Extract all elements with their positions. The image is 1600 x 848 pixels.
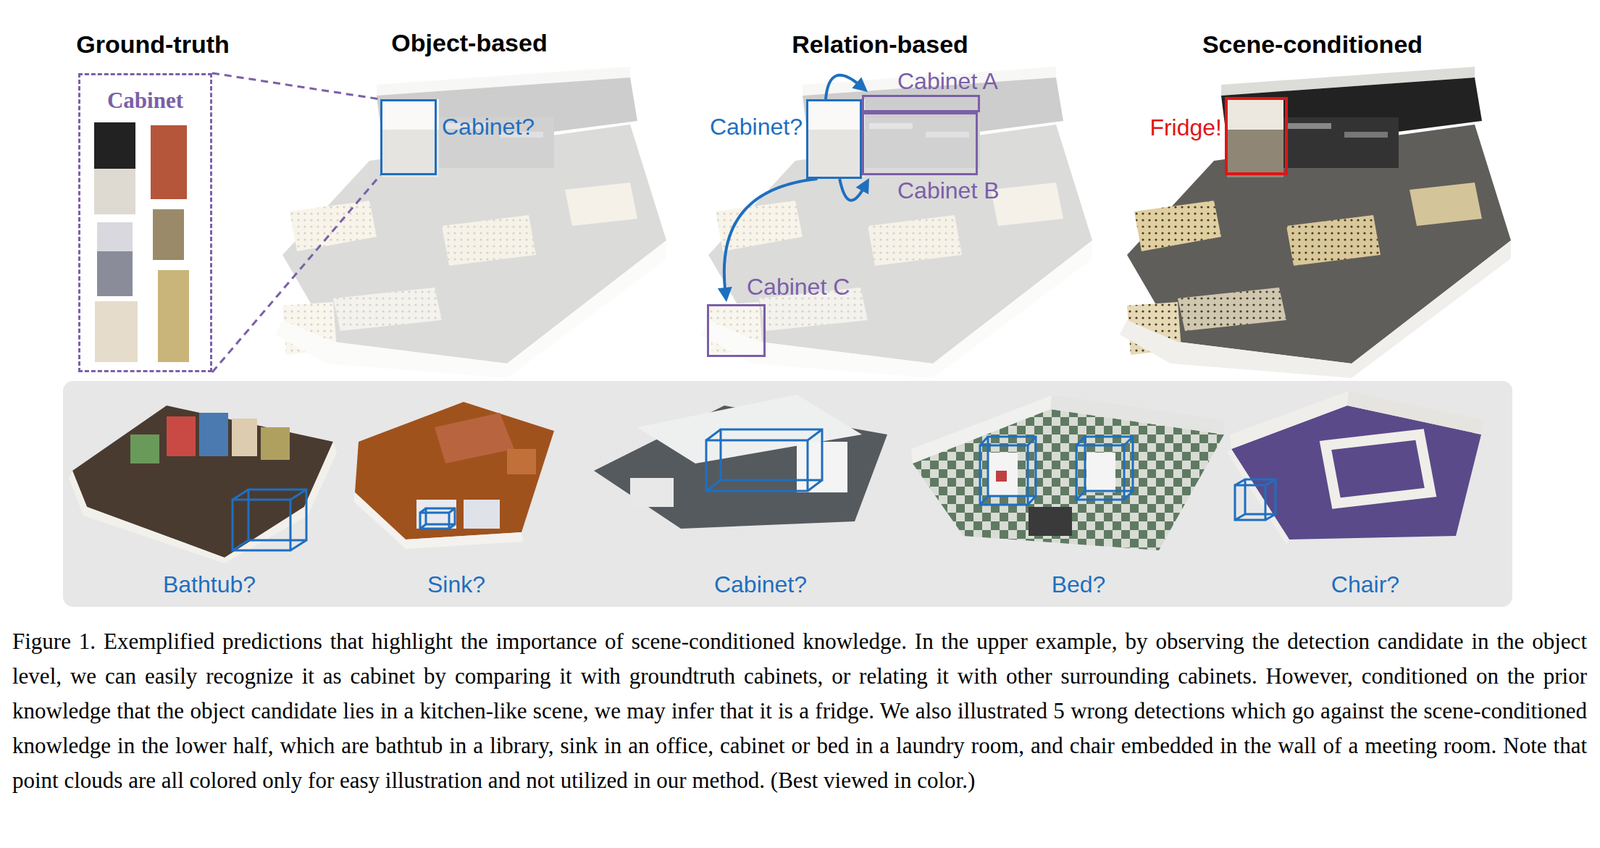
figure-caption: Figure 1. Exemplified predictions that h… <box>12 624 1587 799</box>
detection-box: Fridge! <box>1224 97 1288 176</box>
detection-box: Cabinet A <box>861 94 980 113</box>
detection-box: Cabinet? <box>380 99 437 176</box>
connector <box>212 73 381 373</box>
scene-label: Chair? <box>1331 571 1400 599</box>
box-label: Cabinet B <box>897 177 1000 205</box>
scene-label: Bathtub? <box>162 571 256 599</box>
column-heading: Relation-based <box>791 30 969 59</box>
scene-label: Sink? <box>427 571 486 599</box>
box-label: Cabinet? <box>709 113 803 141</box>
scene-label: Cabinet? <box>714 571 807 599</box>
detection-box: Cabinet B <box>861 112 978 176</box>
connector <box>839 178 870 201</box>
column-heading: Ground-truth <box>76 30 230 59</box>
detection-box: Cabinet C <box>706 304 766 358</box>
detection-box: Cabinet <box>78 73 213 373</box>
box-label: Cabinet C <box>746 273 850 301</box>
box-label: Fridge! <box>1149 114 1222 142</box>
column-heading: Scene-conditioned <box>1202 30 1423 59</box>
detection-box: Cabinet? <box>806 99 862 179</box>
column-heading: Object-based <box>391 28 547 58</box>
box-label: Cabinet <box>80 75 211 114</box>
relation-arrow <box>825 75 860 100</box>
scene-label: Bed? <box>1051 571 1107 599</box>
leader-line <box>212 73 381 373</box>
box-label: Cabinet A <box>897 68 999 95</box>
box-label: Cabinet? <box>441 113 535 141</box>
relation-arrow <box>839 178 865 201</box>
